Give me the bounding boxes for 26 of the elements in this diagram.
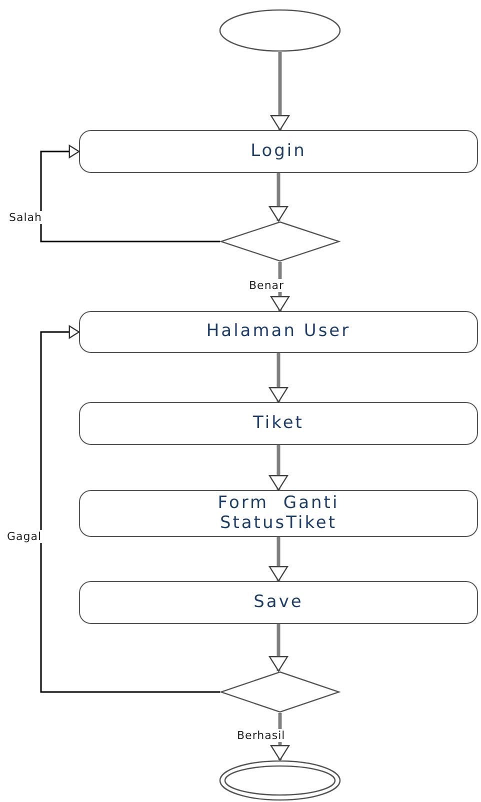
decision-diamond [220,671,340,713]
decision-diamond [220,221,340,262]
activity-label: Halaman User [206,322,351,342]
activity-box [79,311,478,353]
edge-label: Salah [8,211,43,224]
arrow [268,445,288,491]
activity-label: Form Ganti StatusTiket [216,494,340,534]
activity-box [79,581,478,624]
arrow [268,353,288,403]
end-node [219,760,341,801]
arrow [40,325,220,693]
arrow [40,144,220,242]
activity-box [79,490,478,537]
arrow [268,624,288,672]
activity-label: Tiket [253,414,304,434]
activity-box [79,130,478,173]
edge-label: Berhasil [236,729,286,742]
edge-label: Gagal [6,530,43,543]
arrow [268,537,288,582]
activity-label: Login [250,142,306,162]
start-node [219,9,341,52]
arrow [270,52,290,131]
edge-label: Benar [248,279,286,292]
arrow [268,173,288,222]
activity-box [79,402,478,445]
activity-label: Save [254,592,304,612]
